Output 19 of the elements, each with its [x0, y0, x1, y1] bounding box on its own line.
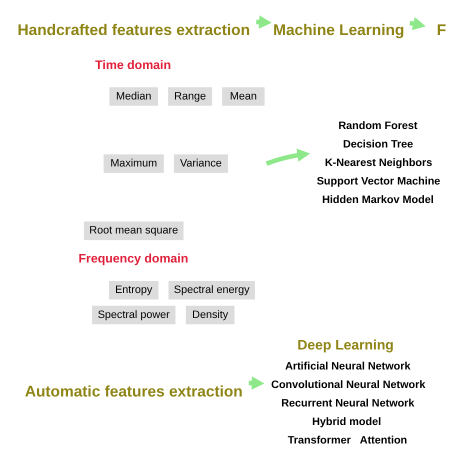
node-text: F [436, 22, 446, 40]
node-text: Frequency domain [78, 252, 188, 266]
node-text: Deep Learning Artificial Neural Network Convolutional Neural Network Recurrent Neural Network Hybrid model Transformer Attention [271, 336, 426, 447]
node-box: Entropy [109, 281, 158, 300]
node-text: Time domain [95, 58, 172, 72]
node-box: Maximum [104, 154, 164, 173]
node-box: Mean [222, 87, 265, 106]
node-box: Density [186, 306, 234, 324]
node-box: Median [109, 87, 158, 106]
node-text: Machine Learning [273, 22, 404, 40]
arrow [266, 148, 310, 166]
node-box: Variance [174, 154, 228, 173]
node-box: Spectral power [92, 306, 176, 324]
node-box: Root mean square [84, 222, 184, 240]
node-text: Handcrafted features extraction [18, 22, 250, 40]
node-text: Random Forest Decision Tree K-Nearest Neighbors Support Vector Machine Hidden Markov Model [316, 120, 440, 206]
node-box: Range [168, 87, 212, 106]
node-box: Spectral energy [168, 281, 255, 300]
node-text: Automatic features extraction [24, 383, 243, 400]
